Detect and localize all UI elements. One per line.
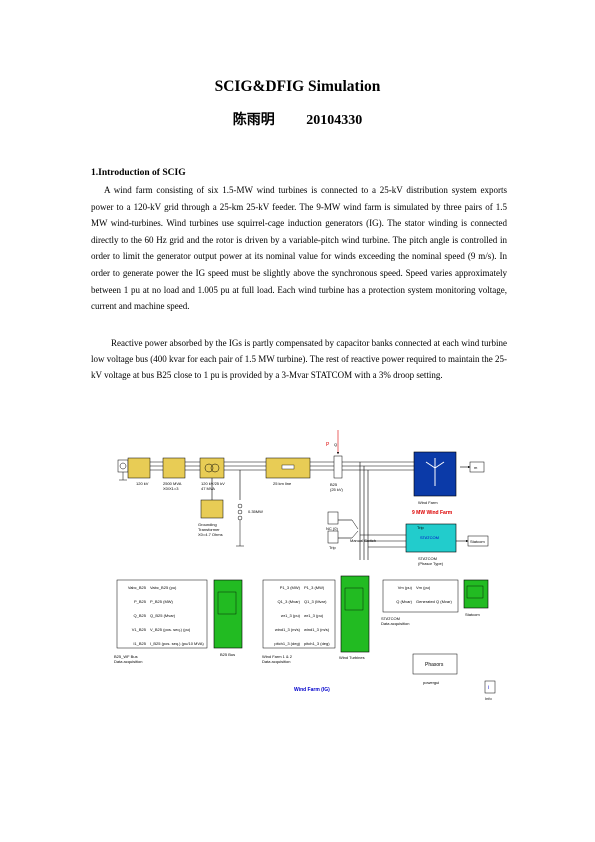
wt-input-3: wind1_3 (m/s) xyxy=(275,627,301,632)
st-scope-label: Statcom xyxy=(465,612,480,617)
b25-output-3: V_B25 (pos. seq.) (pu) xyxy=(150,627,191,632)
wt-outputs: P1_3 (MW) Q1_3 (Mvar) wr1_3 (pu) wind1_3 (m… xyxy=(304,585,330,646)
q-label: Q xyxy=(334,442,337,447)
load-label: 0.35MW xyxy=(248,509,263,514)
nc-label: NC (0) xyxy=(326,526,338,531)
powergui-block[interactable]: Phasors powergui xyxy=(412,653,458,685)
wt-output-4: pitch1_3 (deg) xyxy=(304,641,330,646)
paragraph-text: A wind farm consisting of six 1.5-MW win… xyxy=(91,185,507,312)
intro-paragraph-1: A wind farm consisting of six 1.5-MW win… xyxy=(91,182,507,315)
info-block[interactable]: i Info xyxy=(484,680,496,701)
feeder-block: 25 km line xyxy=(265,457,311,486)
author-line: 陈雨明 20104330 xyxy=(0,109,595,129)
statcom-trip: Trip xyxy=(417,525,425,530)
wind-farm-out: m xyxy=(474,465,478,470)
statcom-block: STATCOM Trip STATCOM(Phasor Type) Statco… xyxy=(405,523,489,566)
manual-switch: NC (0) Trip Manual Switch xyxy=(326,511,376,550)
statcom-label: STATCOM xyxy=(420,535,439,540)
phasors-label: Phasors xyxy=(425,662,444,668)
b25-label: B25(25 kV) xyxy=(330,482,344,492)
wind-farm-block: Wind Farm 9 MW Wind Farm m xyxy=(412,451,485,516)
wind-farm-label: Wind Farm xyxy=(418,500,438,505)
info-label: Info xyxy=(485,696,492,701)
intro-paragraph-2: Reactive power absorbed by the IGs is pa… xyxy=(91,335,507,383)
st-output-0: Vm (pu) xyxy=(416,585,431,590)
wt-input-0: P1_3 (MW) xyxy=(280,585,301,590)
b25-bus: P Q B25(25 kV) xyxy=(326,430,344,492)
page-title: SCIG&DFIG Simulation xyxy=(214,78,381,95)
source-label: 120 kV xyxy=(136,481,149,486)
b25-output-1: P_B25 (MW) xyxy=(150,599,174,604)
statcom-out: Statcom xyxy=(470,539,485,544)
st-output-1: Generated Q (Mvar) xyxy=(416,599,452,604)
wt-output-2: wr1_3 (pu) xyxy=(304,613,324,618)
b25-output-4: I_B25 (pos. seq.) (pu/10 MVA) xyxy=(150,641,204,646)
st-input-0: Vm (pu) xyxy=(398,585,413,590)
info-icon: i xyxy=(488,685,489,691)
b25-input-2: Q_B25 xyxy=(134,613,147,618)
b25-input-1: P_B25 xyxy=(134,599,147,604)
st-outputs: Vm (pu) Generated Q (Mvar) xyxy=(416,585,452,604)
p-label: P xyxy=(326,442,330,448)
b25-input-4: I1_B25 xyxy=(133,641,146,646)
wt-data-acquisition: P1_3 (MW) Q1_3 (Mvar) wr1_3 (pu) wind1_3 (m… xyxy=(262,575,370,664)
author-name: 陈雨明 xyxy=(232,112,275,128)
trip-label: Trip xyxy=(329,545,337,550)
wt-input-4: pitch1_3 (deg) xyxy=(274,641,300,646)
feeder-label: 25 km line xyxy=(273,481,292,486)
b25-output-2: Q_B25 (Mvar) xyxy=(150,613,176,618)
paragraph-text: Reactive power absorbed by the IGs is pa… xyxy=(91,338,507,381)
b25-output-0: Vabc_B25 (pu) xyxy=(150,585,177,590)
wt-input-2: wr1_3 (pu) xyxy=(281,613,301,618)
wt-output-0: P1_3 (MW) xyxy=(304,585,325,590)
b25-input-0: Vabc_B25 xyxy=(128,585,147,590)
model-title: Wind Farm (IG) xyxy=(294,687,330,693)
st-input-1: Q (Mvar) xyxy=(396,599,412,604)
student-id: 20104330 xyxy=(306,113,363,128)
b25-outputs: Vabc_B25 (pu) P_B25 (MW) Q_B25 (Mvar) V_B25… xyxy=(150,585,204,646)
wt-input-1: Q1_3 (Mvar) xyxy=(278,599,301,604)
section-heading: 1.Introduction of SCIG xyxy=(91,168,186,178)
wt-output-1: Q1_3 (Mvar) xyxy=(304,599,327,604)
wind-farm-red-label: 9 MW Wind Farm xyxy=(412,510,453,516)
st-data-acquisition: Vm (pu) Q (Mvar) Vm (pu) Generated Q (Mvar… xyxy=(381,579,489,626)
st-inputs: Vm (pu) Q (Mvar) xyxy=(396,585,412,604)
wt-output-3: wind1_3 (m/s) xyxy=(304,627,330,632)
manual-switch-label: Manual Switch xyxy=(350,538,376,543)
b25-input-3: V1_B25 xyxy=(132,627,147,632)
load-block: 0.35MW xyxy=(236,503,263,547)
b25-scope-label: B25 Bus xyxy=(220,652,235,657)
statcom-sub-label: STATCOM(Phasor Type) xyxy=(418,556,444,566)
wt-scope-label: Wind Turbines xyxy=(339,655,365,660)
wt-inputs: P1_3 (MW) Q1_3 (Mvar) wr1_3 (pu) wind1_3 (m… xyxy=(274,585,300,646)
powergui-label: powergui xyxy=(423,680,439,685)
